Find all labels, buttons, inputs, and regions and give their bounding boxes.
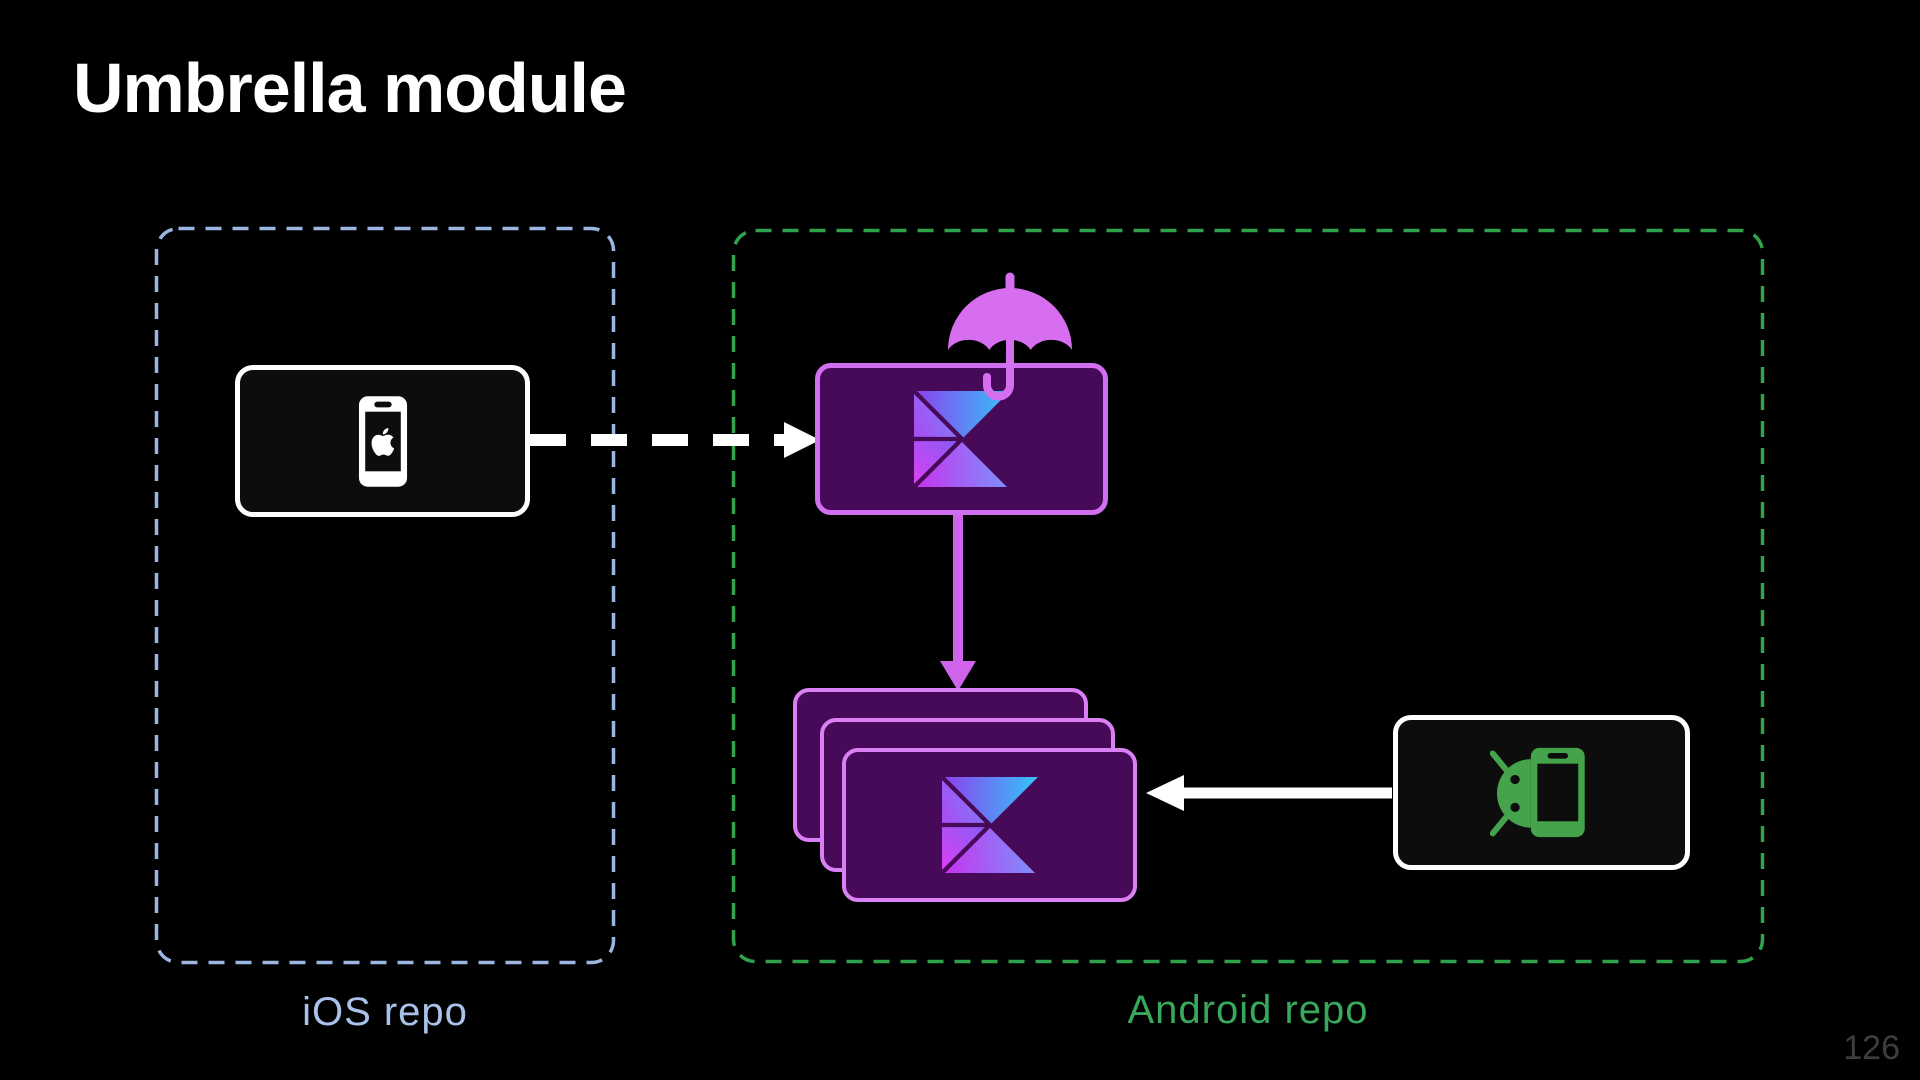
- ios-repo-boundary: [154, 226, 616, 965]
- android-repo-boundary: [731, 228, 1765, 964]
- android-app-card: [1393, 715, 1690, 870]
- android-phone-icon: [1489, 747, 1585, 838]
- apple-phone-icon: [358, 395, 407, 487]
- ios-app-card: [235, 365, 530, 517]
- umbrella-module-box: [815, 363, 1108, 515]
- ios-repo-label: iOS repo: [302, 990, 468, 1034]
- page-title: Umbrella module: [73, 49, 627, 127]
- page-number: 126: [1843, 1029, 1900, 1067]
- apple-logo: [371, 427, 394, 456]
- android-repo-label: Android repo: [1127, 988, 1369, 1032]
- kotlin-multiplatform-logo: [914, 391, 1010, 487]
- module-stack-front: [842, 748, 1137, 902]
- kotlin-multiplatform-logo: [942, 777, 1038, 873]
